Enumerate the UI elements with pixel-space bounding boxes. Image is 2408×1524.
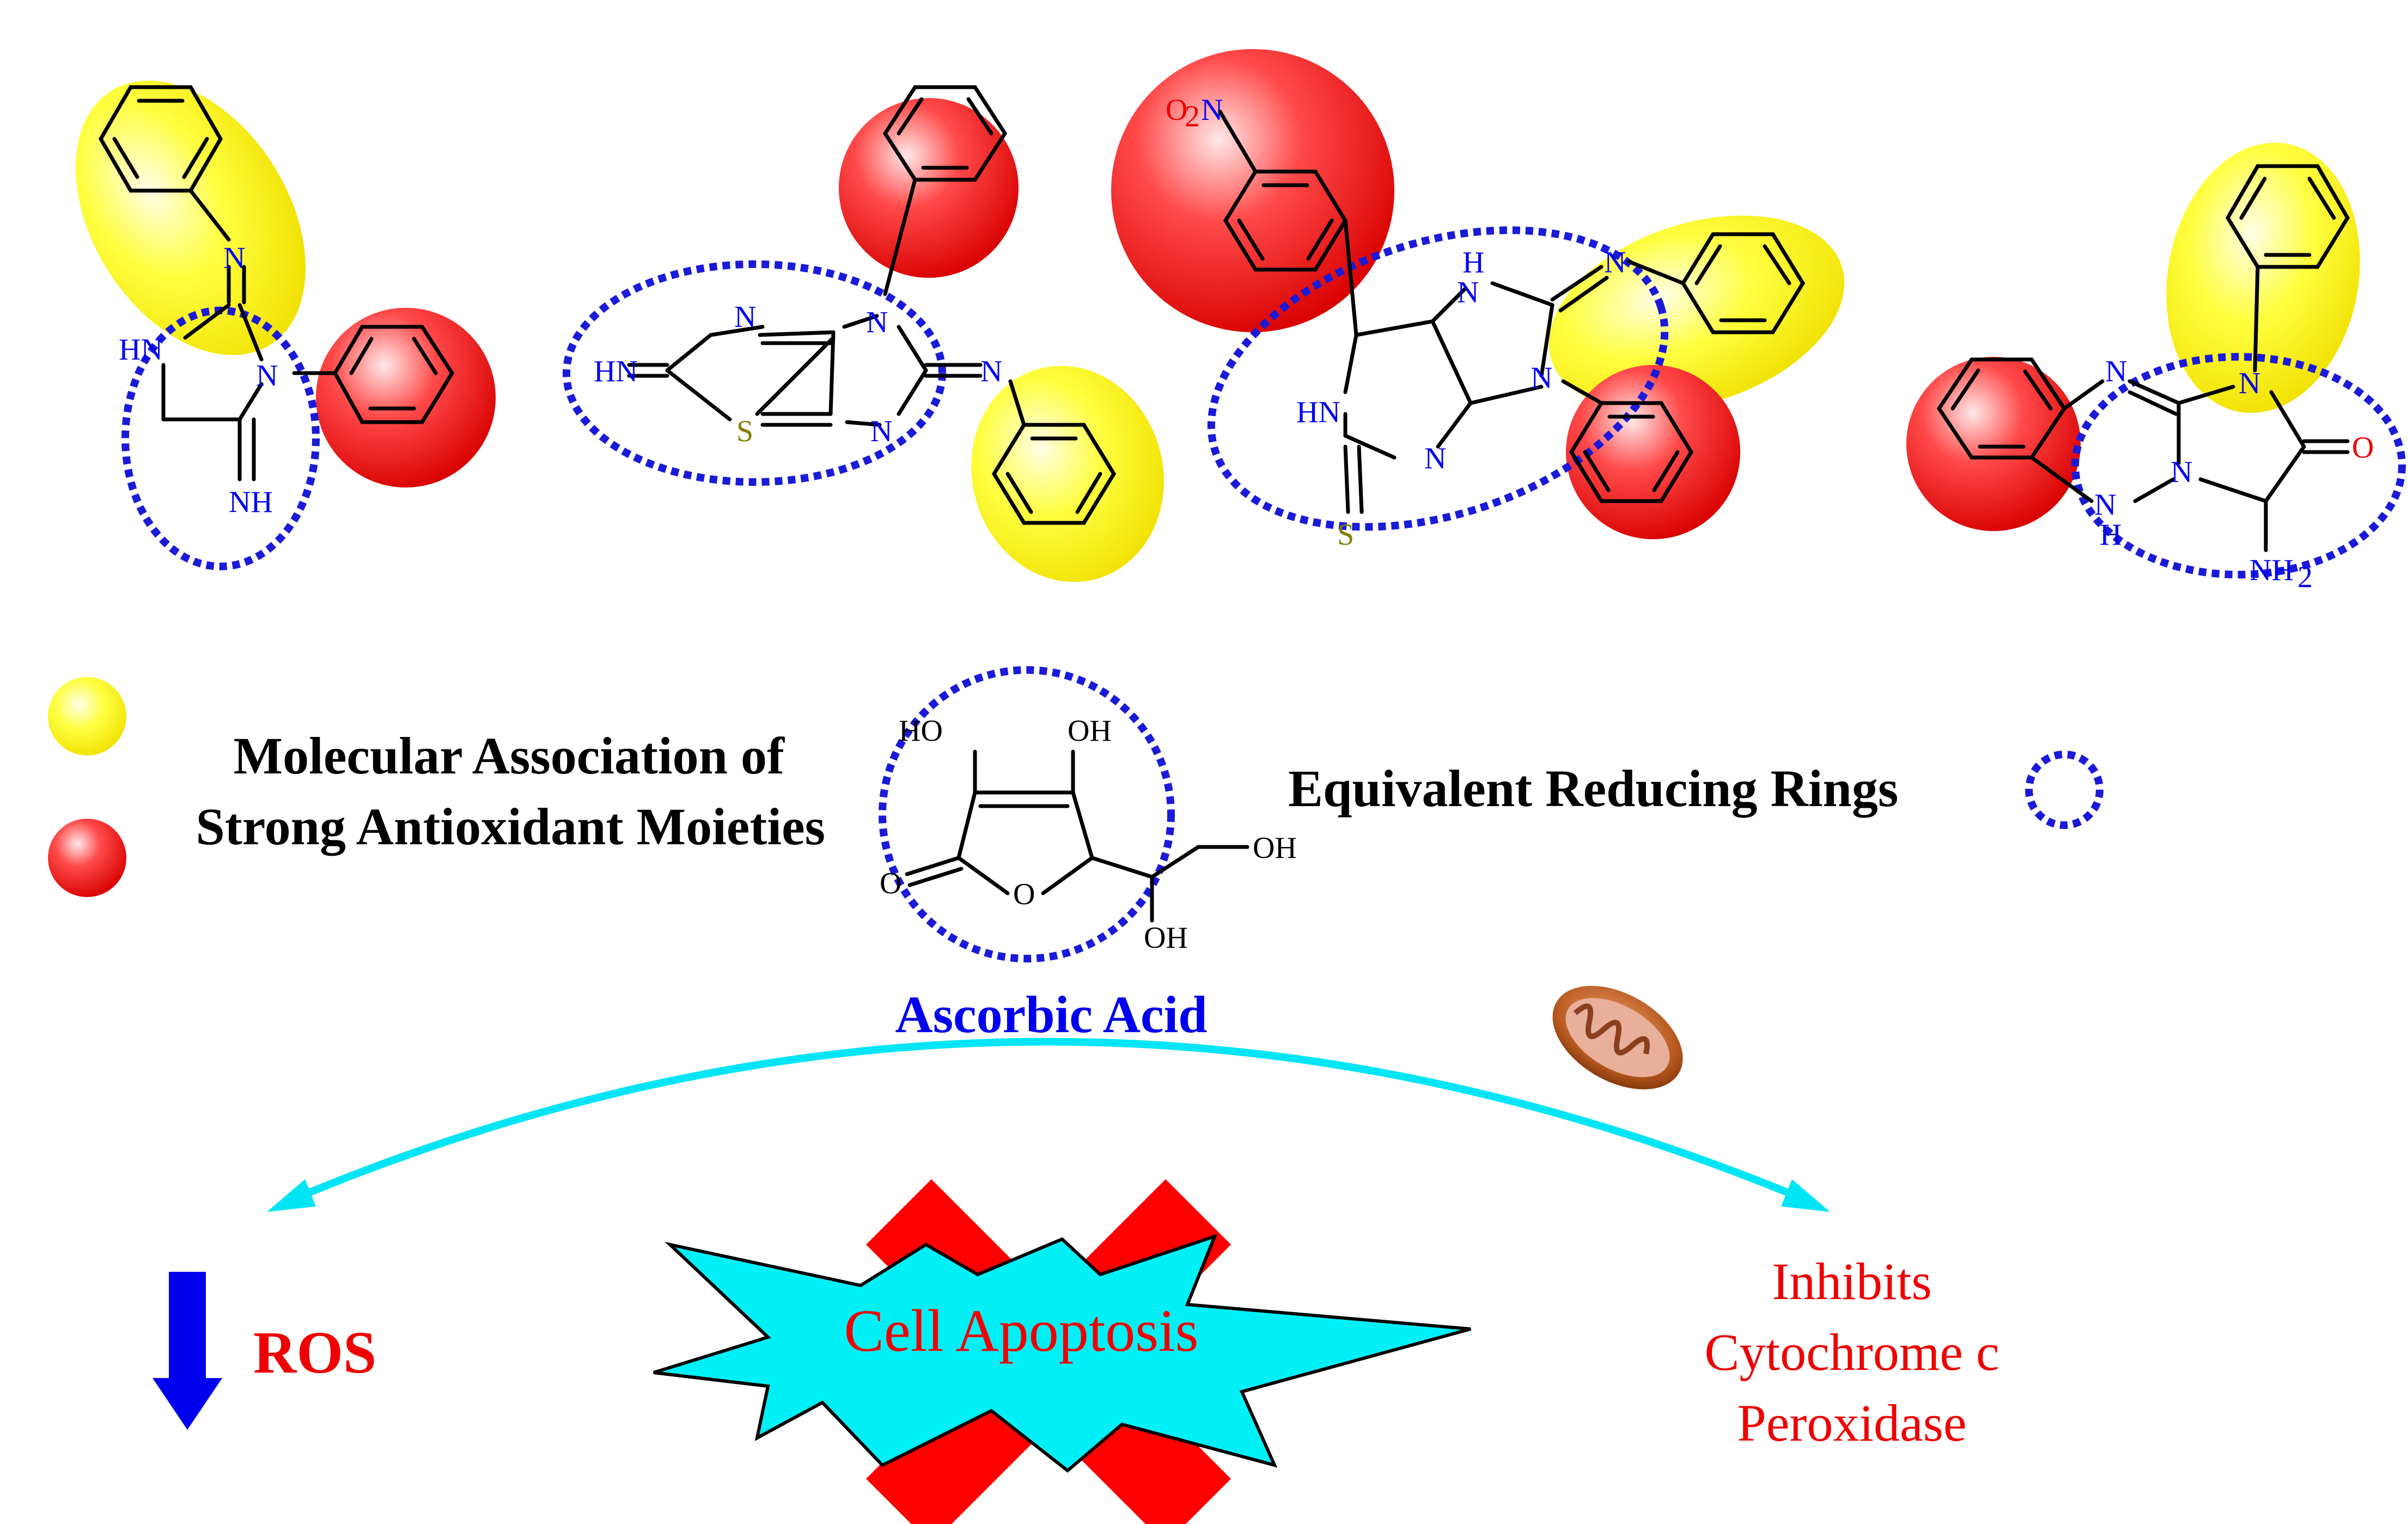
atom-label: O [2352, 431, 2374, 465]
atom-label: N [2239, 367, 2260, 400]
explosion-burst [653, 1234, 1471, 1473]
yellow-highlight [971, 365, 1164, 582]
legend-yellow-dot [48, 677, 126, 755]
arrowhead-left [267, 1179, 316, 1212]
legend-dashed-ring [2025, 751, 2104, 829]
ascorbic-acid-label: Ascorbic Acid [895, 985, 1207, 1044]
red-highlight [316, 308, 496, 487]
atom-label: HO [899, 714, 943, 748]
atom-label: N [223, 241, 245, 275]
atom-label: S [1337, 518, 1354, 552]
atom-label: N [256, 359, 278, 393]
arrowhead-right [1781, 1179, 1830, 1212]
atom-label: H [2100, 518, 2122, 552]
atom-label: N [1604, 246, 1626, 279]
atom-label: OH [1144, 921, 1188, 955]
mitochondrion-icon [1552, 986, 1683, 1089]
atom-label: NH [229, 485, 273, 519]
atom-label: NH [2250, 553, 2294, 587]
reducing-ring-outline [563, 260, 946, 486]
legend-reducing-rings: Equivalent Reducing Rings [1288, 759, 1898, 818]
atom-label: O [880, 867, 901, 900]
atom-label: O [1166, 93, 1187, 127]
atom-label: N [734, 300, 756, 334]
atom-label: 2 [2297, 560, 2313, 594]
red-highlight [1111, 49, 1394, 332]
atom-label: H [1462, 246, 1484, 279]
atom-label: N [866, 306, 888, 339]
compound-1: N HN N NH [75, 81, 496, 570]
compound-3: O 2 N H N N [1111, 49, 1845, 552]
legend-association-line1: Molecular Association of [234, 727, 785, 785]
yellow-highlight [1549, 215, 1845, 411]
atom-label: HN [1296, 395, 1340, 429]
atom-label: HN [594, 355, 638, 388]
atom-label: N [870, 414, 892, 448]
atom-label: N [980, 355, 1002, 388]
inhibits-label: Inhibits [1772, 1252, 1931, 1310]
compound-2: HN N S N N N [563, 85, 1164, 582]
yellow-highlight [75, 81, 306, 355]
reducing-ring-outline [879, 666, 1175, 962]
cyan-arc-arrow [287, 1038, 1810, 1205]
red-highlight [1566, 365, 1740, 539]
atom-label: 2 [1185, 100, 1200, 133]
down-arrow-icon [153, 1272, 222, 1430]
atom-label: OH [1253, 831, 1297, 865]
ros-label: ROS [253, 1319, 376, 1386]
reducing-ring-outline [1207, 226, 1669, 531]
cell-apoptosis-label: Cell Apoptosis [844, 1297, 1199, 1364]
cytochrome-label: Cytochrome c [1704, 1323, 1999, 1381]
reducing-ring-outline [2071, 353, 2406, 578]
compound-4: N N O N N H NH 2 [1906, 142, 2406, 594]
atom-label: N [1457, 276, 1479, 309]
peroxidase-label: Peroxidase [1737, 1394, 1966, 1452]
red-highlight [1906, 357, 2081, 531]
red-highlight [839, 98, 1019, 278]
atom-label: N [1424, 442, 1446, 476]
atom-label: O [1013, 877, 1035, 911]
atom-label: HN [119, 333, 163, 367]
legend-association-line2: Strong Antioxidant Moieties [196, 797, 825, 856]
legend-red-dot [48, 819, 126, 897]
atom-label: S [736, 414, 753, 448]
atom-label: N [2105, 355, 2127, 388]
atom-label: N [1531, 361, 1552, 395]
atom-label: N [2171, 455, 2192, 489]
yellow-highlight [2166, 142, 2360, 413]
atom-label: N [2094, 488, 2116, 522]
ascorbic-acid-structure: HO OH OH O O OH [879, 666, 1297, 962]
atom-label: OH [1068, 714, 1112, 748]
